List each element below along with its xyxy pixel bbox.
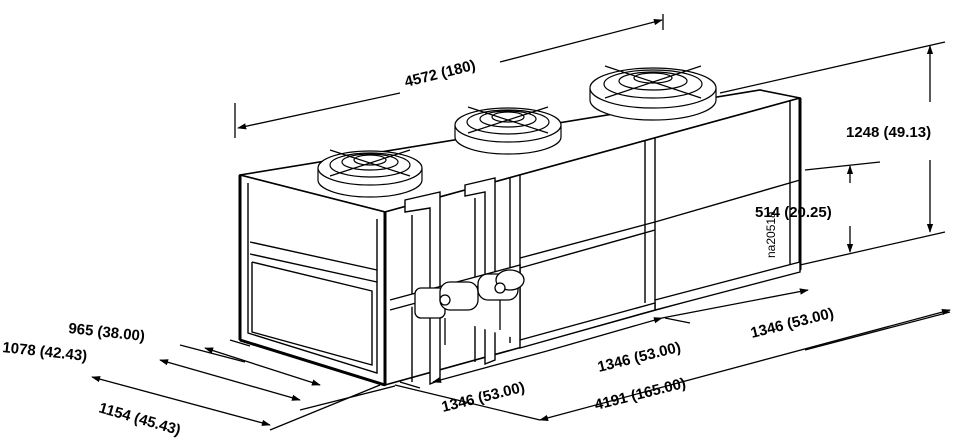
dim-leg-clearance: 514 (20.25) [755,204,832,221]
dim-leg-spacing-1: 1346 (53.00) [749,305,836,342]
dim-leg-span-total: 4191 (165.00) [593,375,688,414]
fan-guard-3 [589,65,717,121]
dim-leg-spacing-2: 1346 (53.00) [596,339,683,376]
dim-leg-spacing-3: 1346 (53.00) [440,379,527,416]
valve-assembly [414,269,525,345]
dim-width-mid: 1078 (42.43) [2,339,88,365]
dimension-lines [91,14,951,431]
dim-overall-length: 4572 (180) [403,57,478,91]
dim-width-inner: 965 (38.00) [68,320,146,345]
figure-id: na2051a [764,211,778,258]
fan-guard-1 [317,149,423,198]
dim-overall-height: 1248 (49.13) [846,124,931,141]
dim-width-outer: 1154 (45.43) [97,400,183,439]
fan-guard-2 [454,106,562,155]
